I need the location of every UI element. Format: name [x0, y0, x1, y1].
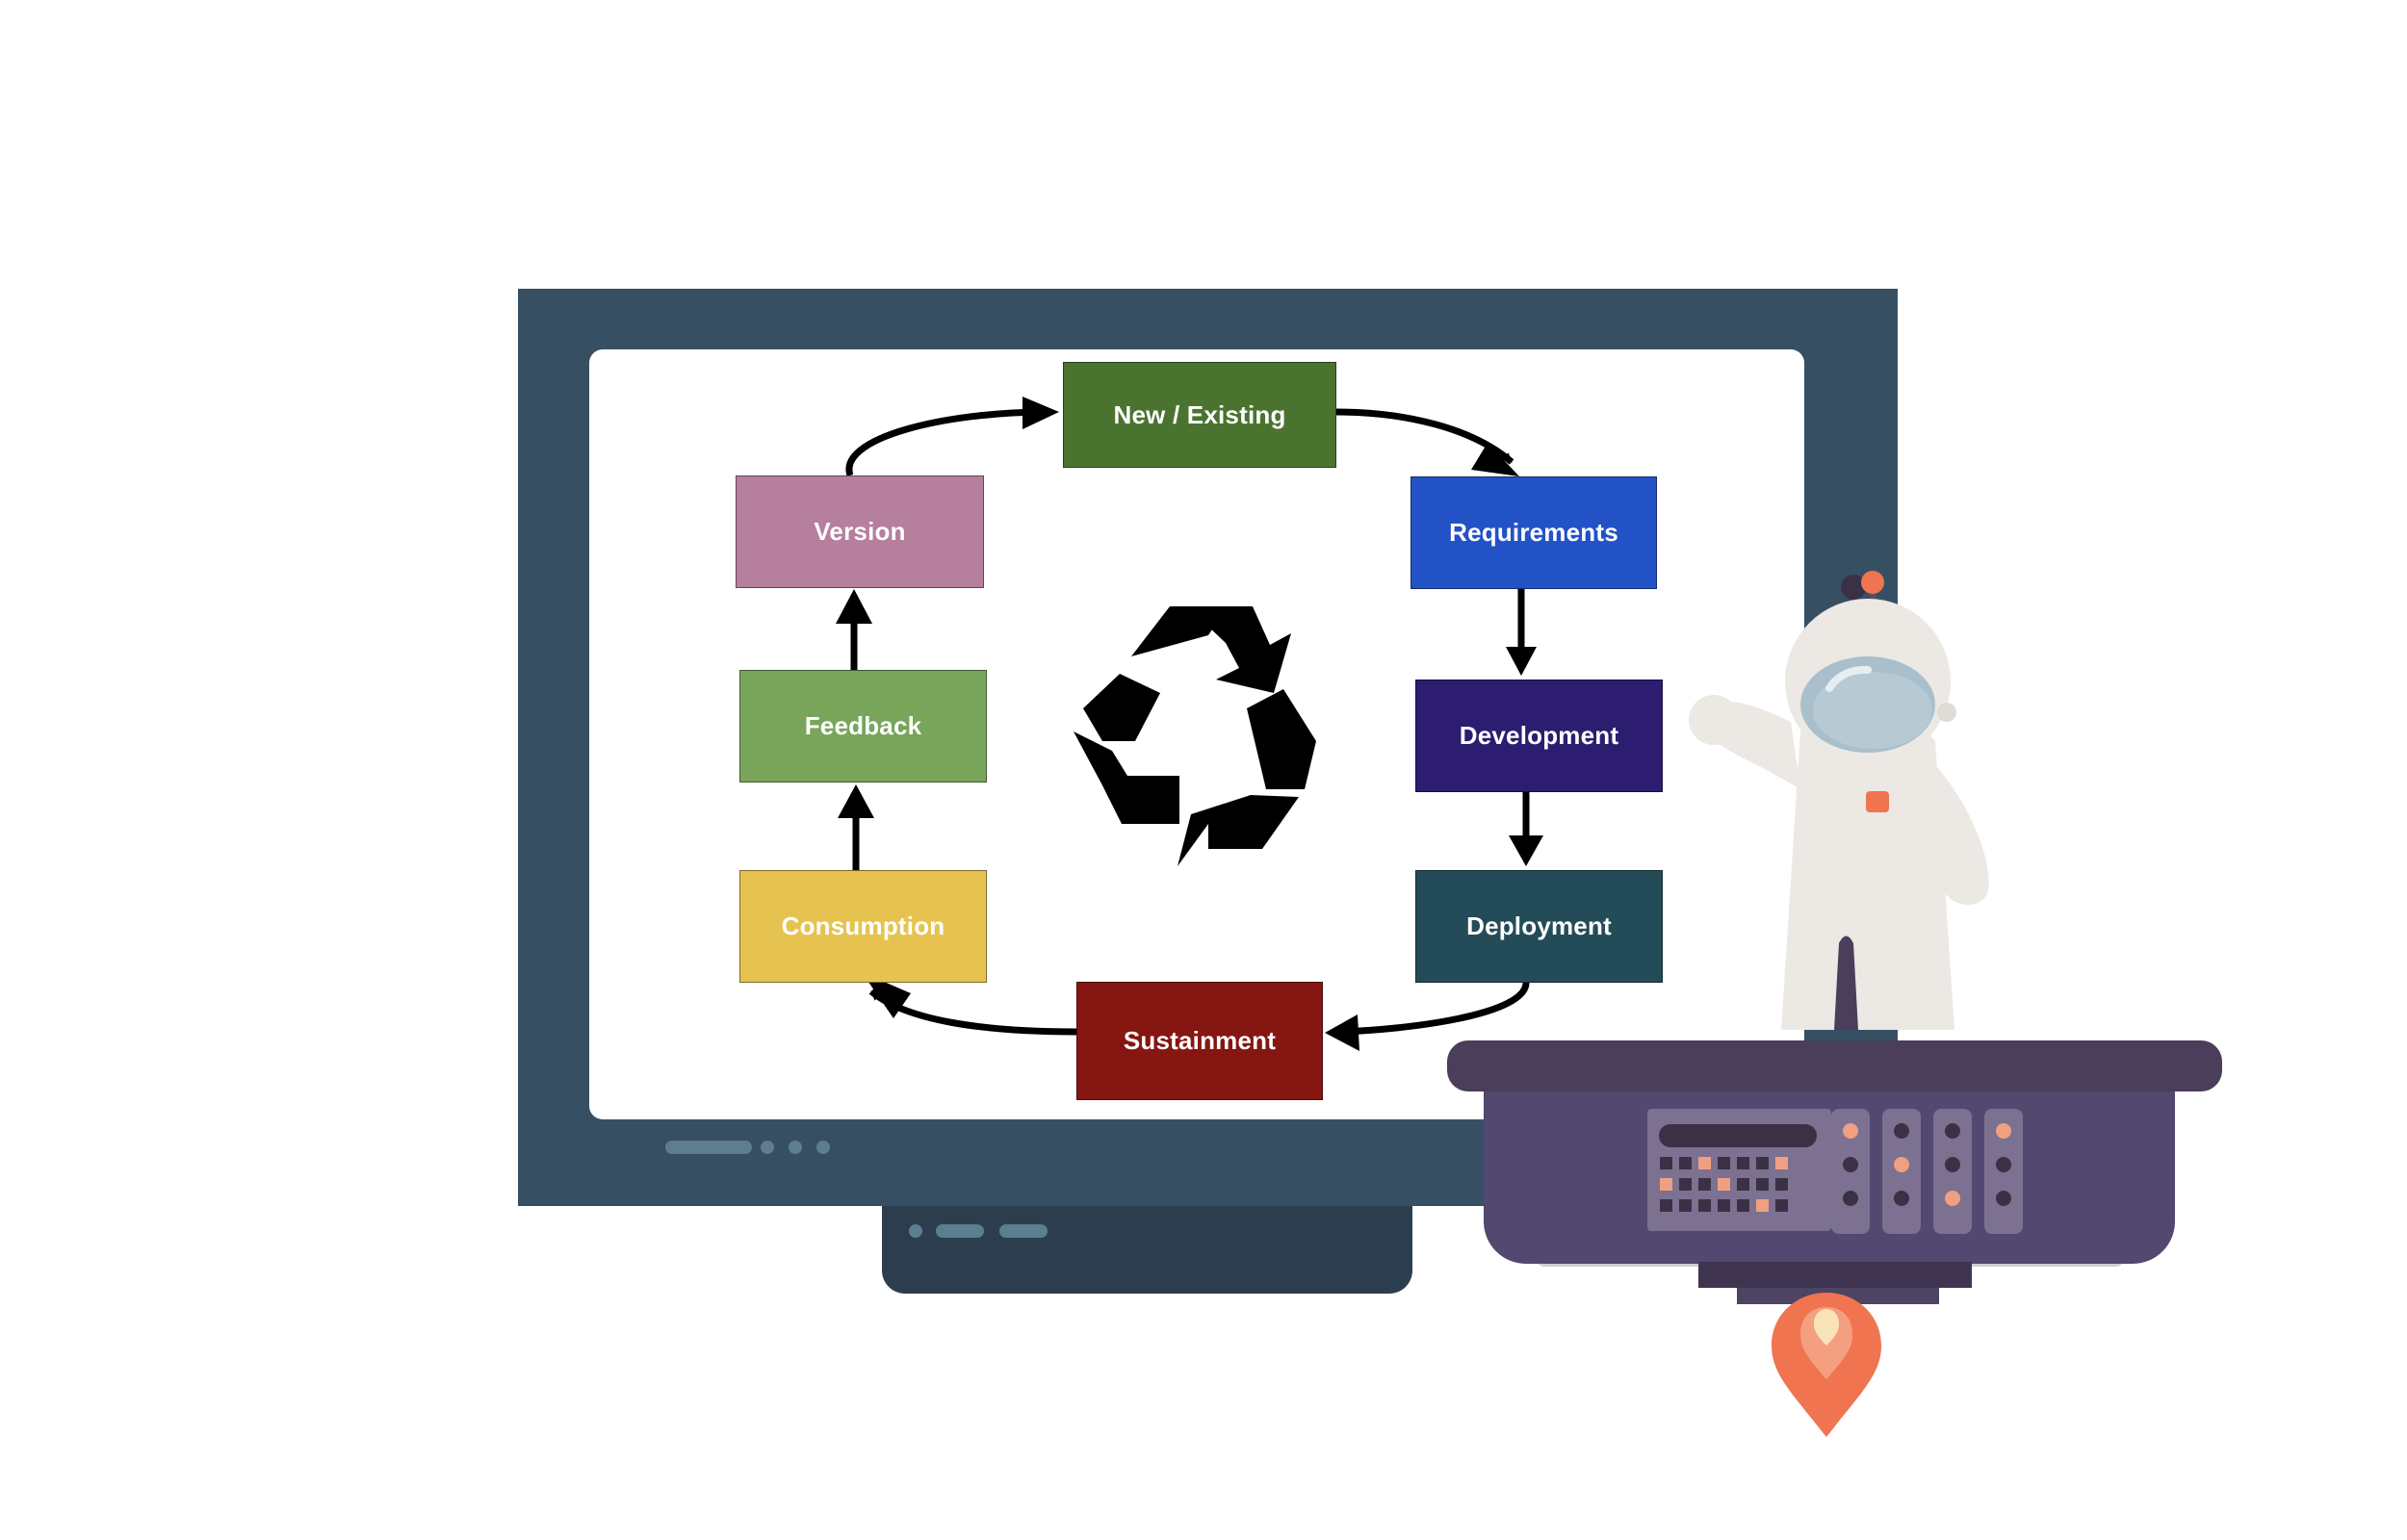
stage-new-existing: New / Existing [1063, 362, 1336, 468]
stage-sustainment: Sustainment [1076, 982, 1323, 1100]
rocket-flame-icon [1772, 1293, 1881, 1437]
arrow-deployment-to-sustainment [1337, 982, 1530, 1037]
stand-indicator-bar [999, 1224, 1048, 1238]
projector-base [1698, 1262, 1972, 1288]
stand-indicator-bar [936, 1224, 984, 1238]
projector-top [1447, 1040, 2222, 1091]
stand-indicator-dot [909, 1224, 922, 1238]
monitor-indicator-bar [665, 1141, 752, 1154]
stage-development: Development [1415, 680, 1663, 792]
monitor-stand [882, 1206, 1412, 1294]
stage-feedback: Feedback [739, 670, 987, 783]
projector-control-column [1831, 1109, 1870, 1234]
recycle-icon [1074, 606, 1316, 866]
monitor-indicator-dot [789, 1141, 802, 1154]
projector-control-column [1984, 1109, 2023, 1234]
projector-control-column [1933, 1109, 1972, 1234]
stage-version: Version [736, 475, 984, 588]
stage-deployment: Deployment [1415, 870, 1663, 983]
projector-control-column [1882, 1109, 1921, 1234]
projector-keys [1660, 1157, 1824, 1226]
projector-display-slot [1659, 1124, 1817, 1147]
astronaut-illustration [1689, 571, 1989, 1030]
monitor-indicator-dot [816, 1141, 830, 1154]
arrow-version-to-new [845, 407, 1048, 477]
monitor-indicator-dot [761, 1141, 774, 1154]
stage-requirements: Requirements [1411, 476, 1657, 589]
arrow-new-to-requirements [1335, 408, 1514, 465]
stage-consumption: Consumption [739, 870, 987, 983]
